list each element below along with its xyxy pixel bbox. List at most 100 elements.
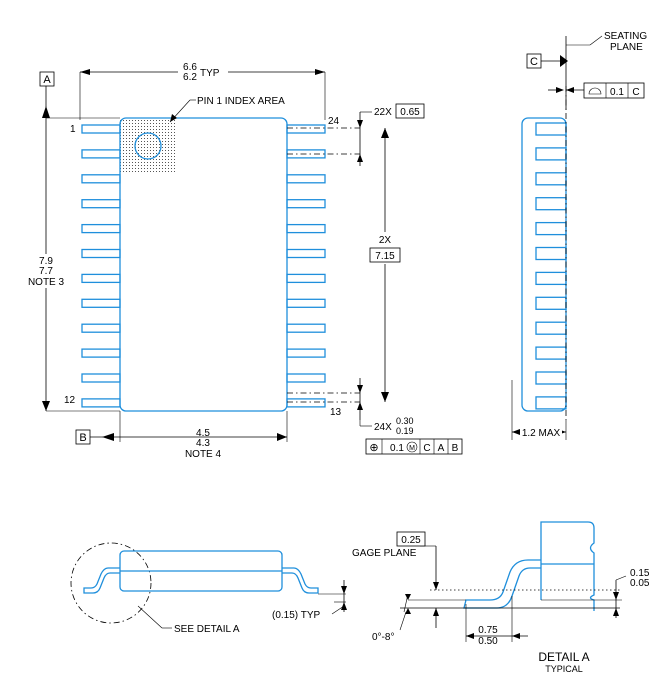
side-lead bbox=[535, 246, 567, 261]
side-lead bbox=[535, 371, 567, 385]
left-lead bbox=[81, 223, 121, 234]
pin-12-label: 12 bbox=[64, 395, 76, 406]
see-detail-label: SEE DETAIL A bbox=[174, 624, 240, 635]
span-count: 2X bbox=[379, 235, 392, 246]
side-lead bbox=[535, 122, 567, 136]
datum-c-label: C bbox=[530, 56, 538, 68]
right-lead bbox=[286, 124, 326, 134]
right-lead bbox=[286, 323, 326, 333]
seating-plane-line2: PLANE bbox=[610, 42, 643, 53]
angle-label: 0°-8° bbox=[372, 632, 394, 643]
datum-a-label: A bbox=[43, 74, 51, 86]
position-value: 0.1 bbox=[390, 443, 404, 454]
side-body bbox=[521, 117, 567, 412]
top-view: A 6.6 6.2 TYP PIN 1 INDEX AREA 1 12 24 1… bbox=[24, 62, 463, 460]
pin1-index-area bbox=[120, 118, 176, 174]
side-lead bbox=[535, 396, 567, 410]
pin1-index-circle bbox=[134, 132, 162, 160]
left-lead bbox=[81, 248, 121, 259]
flatness-value: 0.1 bbox=[610, 87, 624, 98]
side-lead bbox=[535, 147, 567, 161]
span-value: 7.15 bbox=[375, 251, 395, 262]
lead-width-min: 0.19 bbox=[396, 426, 414, 436]
side-lead bbox=[535, 197, 567, 211]
detail-a-view: 0.25 GAGE PLANE 0°-8° 0.75 0.50 0.15 0.0… bbox=[352, 521, 650, 674]
pitch-box bbox=[395, 103, 425, 119]
length-note: NOTE 3 bbox=[28, 277, 65, 288]
left-lead bbox=[81, 398, 121, 408]
right-lead bbox=[286, 373, 326, 383]
left-leads bbox=[81, 124, 121, 408]
flatness-datum: C bbox=[632, 87, 639, 98]
foot-length-max: 0.75 bbox=[478, 625, 498, 636]
pin1-index-label: PIN 1 INDEX AREA bbox=[197, 96, 285, 107]
position-symbol: ⊕ bbox=[369, 442, 378, 454]
left-lead bbox=[81, 273, 121, 284]
profile-right-lead bbox=[282, 567, 319, 594]
side-lead bbox=[535, 321, 567, 335]
pin-13-label: 13 bbox=[330, 407, 342, 418]
left-lead bbox=[81, 373, 121, 383]
width-min: 6.2 bbox=[183, 72, 197, 83]
side-lead bbox=[535, 172, 567, 186]
right-lead bbox=[286, 248, 326, 259]
body-width-note: NOTE 4 bbox=[185, 449, 222, 460]
frame-datum-a: A bbox=[438, 443, 445, 454]
detail-lead bbox=[463, 559, 541, 609]
package-body bbox=[119, 117, 288, 412]
gage-value-box bbox=[396, 531, 426, 547]
seating-plane-line1: SEATING bbox=[604, 31, 647, 42]
right-lead bbox=[286, 298, 326, 308]
detail-title: DETAIL A bbox=[538, 650, 589, 664]
pitch-value: 0.65 bbox=[400, 107, 420, 118]
lead-width-count: 24X bbox=[374, 422, 392, 433]
pin-1-label: 1 bbox=[70, 124, 76, 135]
side-view: C SEATING PLANE 0.1 C 1.2 MAX bbox=[511, 31, 647, 440]
side-lead bbox=[535, 221, 567, 236]
detail-subtitle: TYPICAL bbox=[545, 664, 583, 674]
standoff-max: 0.15 bbox=[630, 568, 650, 579]
length-max: 7.9 bbox=[39, 256, 53, 267]
side-lead bbox=[535, 296, 567, 310]
span-box bbox=[369, 247, 401, 263]
right-lead bbox=[286, 348, 326, 358]
gage-plane-label: GAGE PLANE bbox=[352, 548, 417, 559]
height-max: 1.2 MAX bbox=[522, 428, 561, 439]
right-leads bbox=[286, 124, 326, 408]
lead-width-max: 0.30 bbox=[396, 416, 414, 426]
gage-value: 0.25 bbox=[401, 535, 421, 546]
left-lead bbox=[81, 174, 121, 184]
frame-datum-c: C bbox=[423, 443, 430, 454]
detail-a-circle bbox=[70, 542, 152, 624]
position-tolerance-frame: ⊕ 0.1 M C A B bbox=[365, 438, 463, 455]
pin-24-label: 24 bbox=[328, 116, 340, 127]
pitch-count: 22X bbox=[374, 107, 392, 118]
foot-length-min: 0.50 bbox=[478, 636, 498, 647]
left-lead bbox=[81, 199, 121, 209]
mmc-modifier: M bbox=[409, 445, 415, 452]
profile-standoff: (0.15) TYP bbox=[272, 610, 320, 621]
left-lead bbox=[81, 323, 121, 333]
right-lead bbox=[286, 199, 326, 209]
detail-body bbox=[540, 521, 595, 611]
length-min: 7.7 bbox=[39, 266, 53, 277]
left-lead bbox=[81, 124, 121, 134]
right-lead bbox=[286, 273, 326, 284]
width-typ: TYP bbox=[200, 68, 220, 79]
flatness-frame: 0.1 C bbox=[583, 82, 645, 99]
left-lead bbox=[81, 298, 121, 308]
side-lead bbox=[535, 271, 567, 286]
frame-datum-b: B bbox=[452, 443, 459, 454]
right-lead bbox=[286, 174, 326, 184]
profile-left-lead bbox=[83, 567, 120, 594]
right-lead bbox=[286, 398, 326, 408]
profile-view: (0.15) TYP SEE DETAIL A bbox=[70, 542, 347, 635]
standoff-min: 0.05 bbox=[630, 578, 650, 589]
right-lead bbox=[286, 223, 326, 234]
left-lead bbox=[81, 348, 121, 358]
side-lead bbox=[535, 346, 567, 360]
side-leads bbox=[535, 122, 567, 410]
width-max: 6.6 bbox=[183, 62, 197, 73]
body-width-min: 4.3 bbox=[196, 438, 210, 449]
